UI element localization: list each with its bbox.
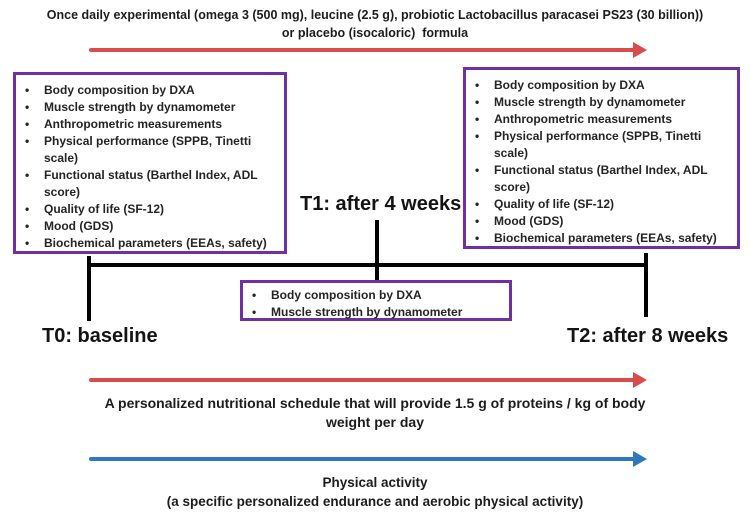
assessment-item: Biochemical parameters (EEAs, safety) <box>468 230 733 247</box>
assessment-item: Physical performance (SPPB, Tinetti scal… <box>468 128 733 162</box>
assessment-item: Body composition by DXA <box>468 77 733 94</box>
t2-assessments-box: Body composition by DXA Muscle strength … <box>463 67 740 249</box>
assessment-item: Body composition by DXA <box>18 82 280 99</box>
nutrition-caption-line2: weight per day <box>325 414 425 430</box>
assessment-item: Anthropometric measurements <box>18 116 280 133</box>
assessment-item: Mood (GDS) <box>18 218 280 235</box>
assessment-item: Physical performance (SPPB, Tinetti scal… <box>18 133 280 167</box>
t1-assessments-box: Body composition by DXA Muscle strength … <box>240 280 512 321</box>
assessment-item: Muscle strength by dynamometer <box>245 304 505 321</box>
t2-assessments-list: Body composition by DXA Muscle strength … <box>466 70 737 251</box>
arrow-head-icon <box>633 42 647 58</box>
assessment-item: Functional status (Barthel Index, ADL sc… <box>18 167 280 201</box>
t0-assessments-list: Body composition by DXA Muscle strength … <box>16 75 284 256</box>
supplement-header: Once daily experimental (omega 3 (500 mg… <box>0 6 750 42</box>
assessment-item: Quality of life (SF-12) <box>468 196 733 213</box>
activity-caption-line2: (a specific personalized endurance and a… <box>166 494 584 509</box>
arrow-head-icon <box>633 372 647 388</box>
assessment-item: Mood (GDS) <box>468 213 733 230</box>
arrow-shaft <box>89 48 636 52</box>
assessment-item: Quality of life (SF-12) <box>18 201 280 218</box>
supplement-header-line1: Once daily experimental (omega 3 (500 mg… <box>46 8 704 22</box>
assessment-item: Biochemical parameters (EEAs, safety) <box>18 235 280 252</box>
nutrition-arrow <box>89 372 647 388</box>
timepoint-t0-label: T0: baseline <box>42 325 158 347</box>
arrow-shaft <box>89 378 636 382</box>
activity-caption-line1: Physical activity <box>322 475 428 490</box>
supplement-header-line2: or placebo (isocaloric) formula <box>281 26 469 40</box>
timepoint-t1-label: T1: after 4 weeks <box>300 193 462 215</box>
t0-assessments-box: Body composition by DXA Muscle strength … <box>13 72 287 254</box>
activity-caption: Physical activity (a specific personaliz… <box>0 473 750 511</box>
timepoint-t2-label: T2: after 8 weeks <box>567 325 729 347</box>
assessment-item: Muscle strength by dynamometer <box>18 99 280 116</box>
nutrition-caption: A personalized nutritional schedule that… <box>0 394 750 432</box>
supplement-timeline-arrow <box>89 42 647 58</box>
nutrition-caption-line1: A personalized nutritional schedule that… <box>104 395 646 411</box>
arrow-shaft <box>89 457 636 461</box>
activity-arrow <box>89 451 647 467</box>
t2-tick-line <box>644 253 648 317</box>
arrow-head-icon <box>633 451 647 467</box>
assessment-item: Muscle strength by dynamometer <box>468 94 733 111</box>
t0-tick-line <box>87 256 91 321</box>
assessment-item: Body composition by DXA <box>245 287 505 304</box>
t1-assessments-list: Body composition by DXA Muscle strength … <box>243 283 509 325</box>
assessment-item: Functional status (Barthel Index, ADL sc… <box>468 162 733 196</box>
t1-connector-line <box>375 220 379 280</box>
assessment-item: Anthropometric measurements <box>468 111 733 128</box>
study-timeline-line <box>88 263 648 267</box>
